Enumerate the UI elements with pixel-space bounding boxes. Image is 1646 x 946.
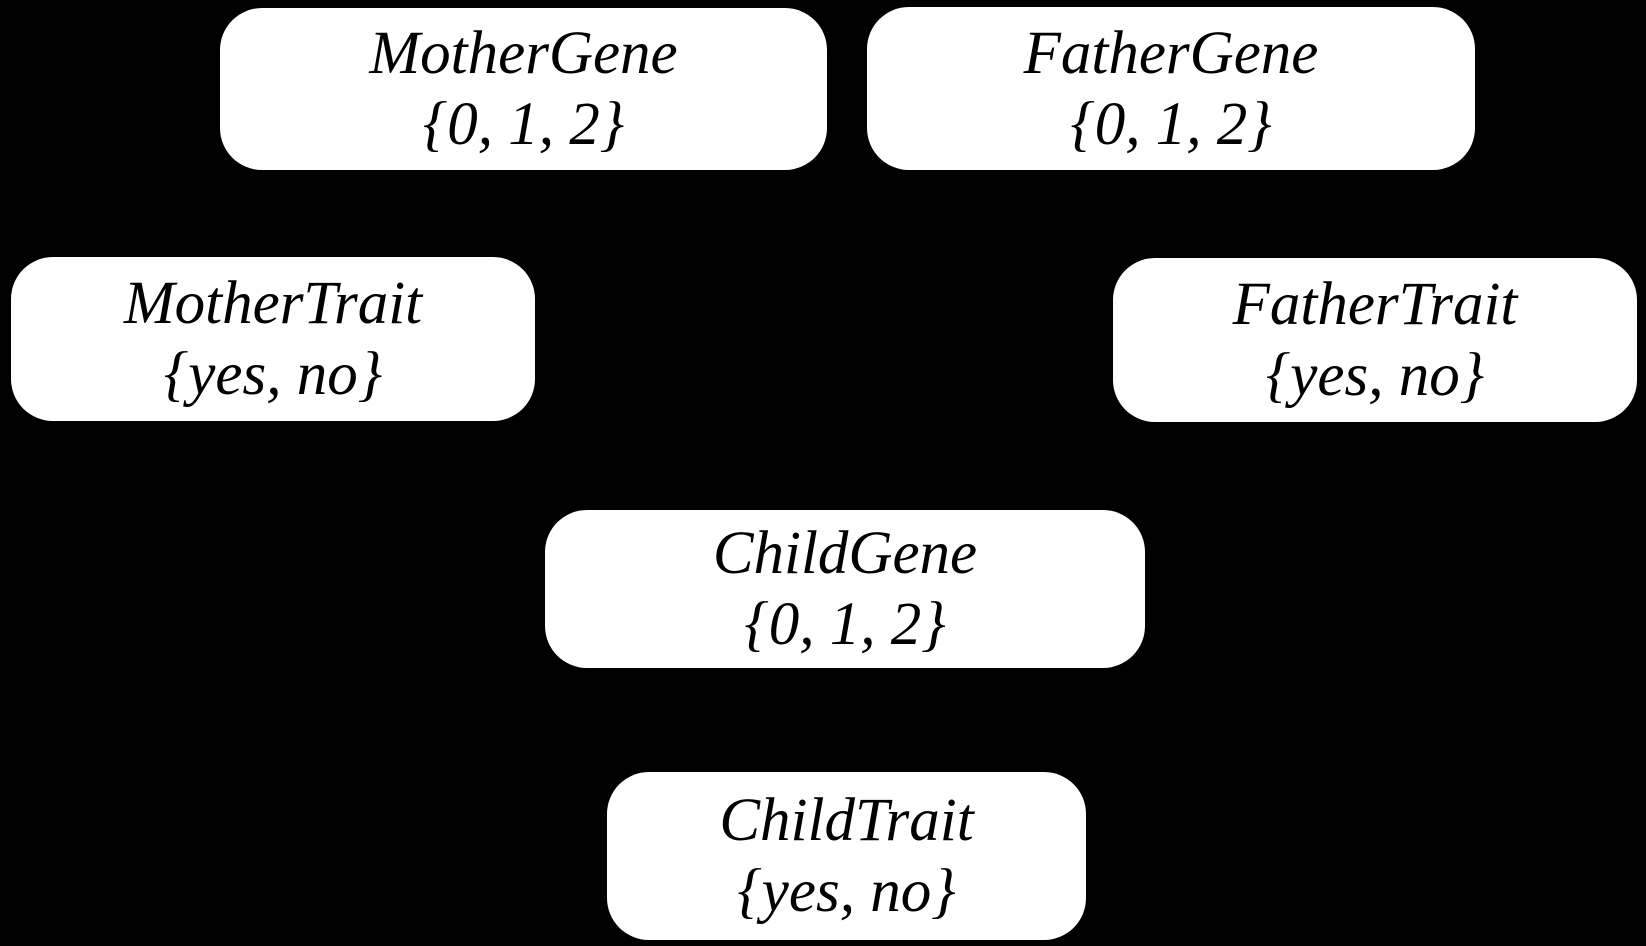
- node-mother-gene: MotherGene {0, 1, 2}: [220, 8, 827, 170]
- node-child-gene: ChildGene {0, 1, 2}: [545, 510, 1145, 668]
- node-values: {0, 1, 2}: [1070, 90, 1272, 158]
- node-father-trait: FatherTrait {yes, no}: [1113, 258, 1637, 422]
- node-values: {0, 1, 2}: [744, 591, 946, 658]
- node-title: MotherGene: [369, 20, 678, 87]
- node-values: {yes, no}: [1265, 342, 1485, 409]
- node-title: MotherTrait: [123, 270, 423, 337]
- node-values: {yes, no}: [737, 858, 956, 925]
- node-mother-trait: MotherTrait {yes, no}: [11, 257, 535, 421]
- node-values: {yes, no}: [163, 341, 383, 408]
- node-title: FatherTrait: [1232, 271, 1518, 338]
- node-title: ChildGene: [712, 520, 978, 587]
- node-father-gene: FatherGene {0, 1, 2}: [867, 7, 1475, 170]
- node-child-trait: ChildTrait {yes, no}: [607, 772, 1086, 940]
- node-values: {0, 1, 2}: [422, 91, 625, 158]
- node-title: ChildTrait: [719, 787, 974, 854]
- node-title: FatherGene: [1023, 19, 1319, 87]
